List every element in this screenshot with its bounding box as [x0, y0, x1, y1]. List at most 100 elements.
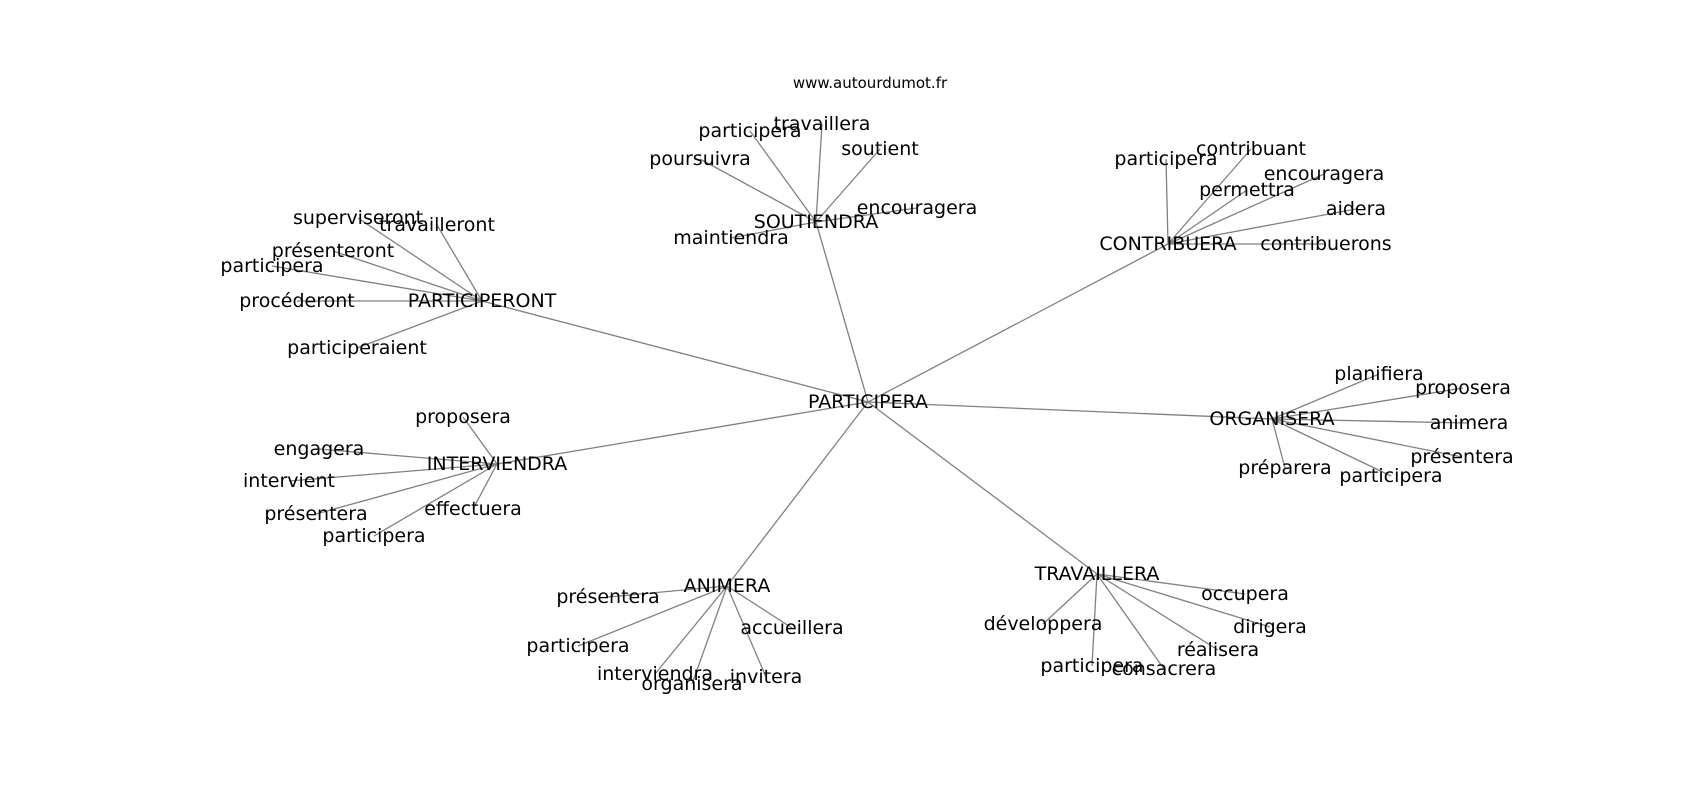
edge-organisera-animera — [1271, 418, 1470, 424]
edge-soutiendra-poursuivra — [699, 158, 817, 223]
leaf-node-travaillera-occupera[interactable]: occupera — [1201, 583, 1289, 605]
leaf-node-participeront-procederont[interactable]: procéderont — [239, 290, 354, 312]
leaf-node-contribuera-encouragera[interactable]: encouragera — [1264, 163, 1385, 185]
edge-center-organisera — [867, 401, 1273, 420]
leaf-node-participeront-travailleront[interactable]: travailleront — [379, 214, 495, 236]
group-node-animera[interactable]: ANIMERA — [684, 575, 771, 597]
edge-soutiendra-participera — [749, 130, 817, 223]
center-node-participera[interactable]: PARTICIPERA — [808, 391, 928, 413]
edge-organisera-presentera — [1271, 418, 1463, 458]
edge-animera-invitera — [726, 585, 767, 678]
edge-center-animera — [726, 401, 869, 587]
edge-soutiendra-encouragera — [815, 207, 918, 223]
edge-interviendra-presentera — [315, 463, 498, 515]
edge-center-interviendra — [496, 401, 869, 465]
edge-contribuera-contribuant — [1167, 148, 1252, 245]
leaf-node-travaillera-realisera[interactable]: réalisera — [1177, 639, 1259, 661]
edge-contribuera-participera — [1165, 158, 1169, 245]
group-node-interviendra[interactable]: INTERVIENDRA — [427, 453, 567, 475]
edge-participeront-superviseront — [357, 217, 483, 302]
edge-animera-organisera — [691, 585, 728, 685]
leaf-node-animera-organisera[interactable]: organisera — [641, 673, 742, 695]
leaf-node-interviendra-presentera[interactable]: présentera — [264, 503, 367, 525]
leaf-node-travaillera-developpera[interactable]: développera — [984, 613, 1103, 635]
leaf-node-travaillera-consacrera[interactable]: consacrera — [1112, 658, 1217, 680]
edge-animera-interviendra — [654, 585, 728, 675]
leaf-node-soutiendra-encouragera[interactable]: encouragera — [857, 197, 978, 219]
leaf-node-participeront-participera[interactable]: participera — [220, 255, 323, 277]
edge-center-participeront — [481, 300, 869, 403]
edge-organisera-proposera — [1271, 387, 1464, 420]
group-node-soutiendra[interactable]: SOUTIENDRA — [754, 211, 878, 233]
edge-contribuera-permettra — [1167, 189, 1248, 245]
edge-organisera-participera — [1271, 418, 1392, 477]
group-node-organisera[interactable]: ORGANISERA — [1209, 408, 1334, 430]
edge-center-contribuera — [867, 243, 1169, 403]
edge-travaillera-occupera — [1096, 573, 1246, 595]
edge-participeront-participera — [271, 265, 483, 302]
edge-soutiendra-maintiendra — [730, 221, 817, 239]
graph-edges — [271, 123, 1470, 685]
leaf-node-organisera-preparera[interactable]: préparera — [1238, 457, 1331, 479]
leaf-node-interviendra-effectuera[interactable]: effectuera — [424, 498, 522, 520]
leaf-node-participeront-participeraient[interactable]: participeraient — [287, 337, 427, 359]
edge-soutiendra-soutient — [815, 148, 881, 223]
leaf-node-contribuera-participera[interactable]: participera — [1114, 148, 1217, 170]
edge-center-travaillera — [867, 401, 1098, 575]
edge-animera-accueillera — [726, 585, 793, 629]
leaf-node-soutiendra-soutient[interactable]: soutient — [841, 138, 918, 160]
leaf-node-animera-accueillera[interactable]: accueillera — [740, 617, 843, 639]
edge-interviendra-intervient — [288, 463, 498, 482]
edge-animera-presentera — [607, 585, 728, 598]
edge-travaillera-realisera — [1096, 573, 1219, 651]
leaf-node-contribuera-contribuant[interactable]: contribuant — [1196, 138, 1306, 160]
leaf-node-organisera-participera[interactable]: participera — [1339, 465, 1442, 487]
leaf-node-travaillera-participera[interactable]: participera — [1040, 655, 1143, 677]
leaf-node-organisera-proposera[interactable]: proposera — [1415, 377, 1511, 399]
leaf-node-soutiendra-poursuivra[interactable]: poursuivra — [649, 148, 750, 170]
site-watermark[interactable]: www.autourdumot.fr — [793, 74, 948, 92]
edge-interviendra-proposera — [462, 416, 498, 465]
leaf-node-travaillera-dirigera[interactable]: dirigera — [1233, 616, 1307, 638]
edge-travaillera-participera — [1091, 573, 1098, 667]
leaf-node-contribuera-aidera[interactable]: aidera — [1326, 198, 1386, 220]
leaf-node-participeront-superviseront[interactable]: superviseront — [293, 207, 423, 229]
group-node-contribuera[interactable]: CONTRIBUERA — [1099, 233, 1236, 255]
leaf-node-organisera-presentera[interactable]: présentera — [1410, 446, 1513, 468]
leaf-node-interviendra-engagera[interactable]: engagera — [274, 438, 365, 460]
leaf-node-animera-presentera[interactable]: présentera — [556, 586, 659, 608]
group-node-travaillera[interactable]: TRAVAILLERA — [1034, 563, 1160, 585]
edge-contribuera-aidera — [1167, 208, 1357, 245]
leaf-node-soutiendra-participera[interactable]: participera — [698, 120, 801, 142]
leaf-node-interviendra-proposera[interactable]: proposera — [415, 406, 511, 428]
edge-participeront-travailleront — [436, 224, 483, 302]
leaf-node-contribuera-permettra[interactable]: permettra — [1199, 179, 1295, 201]
leaf-node-organisera-animera[interactable]: animera — [1430, 412, 1509, 434]
leaf-node-contribuera-contribuerons[interactable]: contribuerons — [1260, 233, 1391, 255]
edge-center-soutiendra — [815, 221, 869, 403]
edge-interviendra-participera — [373, 463, 498, 537]
edge-travaillera-consacrera — [1096, 573, 1165, 670]
leaf-node-animera-invitera[interactable]: invitera — [730, 666, 802, 688]
graph-labels: PARTICIPERASOUTIENDRAparticiperatravaill… — [220, 113, 1513, 695]
group-node-participeront[interactable]: PARTICIPERONT — [408, 290, 557, 312]
edge-soutiendra-travaillera — [815, 123, 823, 223]
edge-animera-participera — [577, 585, 728, 647]
leaf-node-interviendra-intervient[interactable]: intervient — [243, 470, 335, 492]
edge-participeront-presenteront — [332, 250, 483, 302]
edge-travaillera-developpera — [1042, 573, 1098, 625]
leaf-node-soutiendra-maintiendra[interactable]: maintiendra — [673, 227, 788, 249]
leaf-node-animera-participera[interactable]: participera — [526, 635, 629, 657]
leaf-node-soutiendra-travaillera[interactable]: travaillera — [774, 113, 871, 135]
leaf-node-participeront-presenteront[interactable]: présenteront — [272, 240, 394, 262]
edge-participeront-participeraient — [356, 300, 483, 349]
edge-travaillera-dirigera — [1096, 573, 1271, 628]
leaf-node-organisera-planifiera[interactable]: planifiera — [1334, 363, 1423, 385]
leaf-node-animera-interviendra[interactable]: interviendra — [597, 663, 713, 685]
leaf-node-interviendra-participera[interactable]: participera — [322, 525, 425, 547]
edge-organisera-planifiera — [1271, 373, 1380, 420]
edge-organisera-preparera — [1271, 418, 1286, 469]
edge-interviendra-effectuera — [472, 463, 498, 510]
edge-contribuera-encouragera — [1167, 173, 1325, 245]
